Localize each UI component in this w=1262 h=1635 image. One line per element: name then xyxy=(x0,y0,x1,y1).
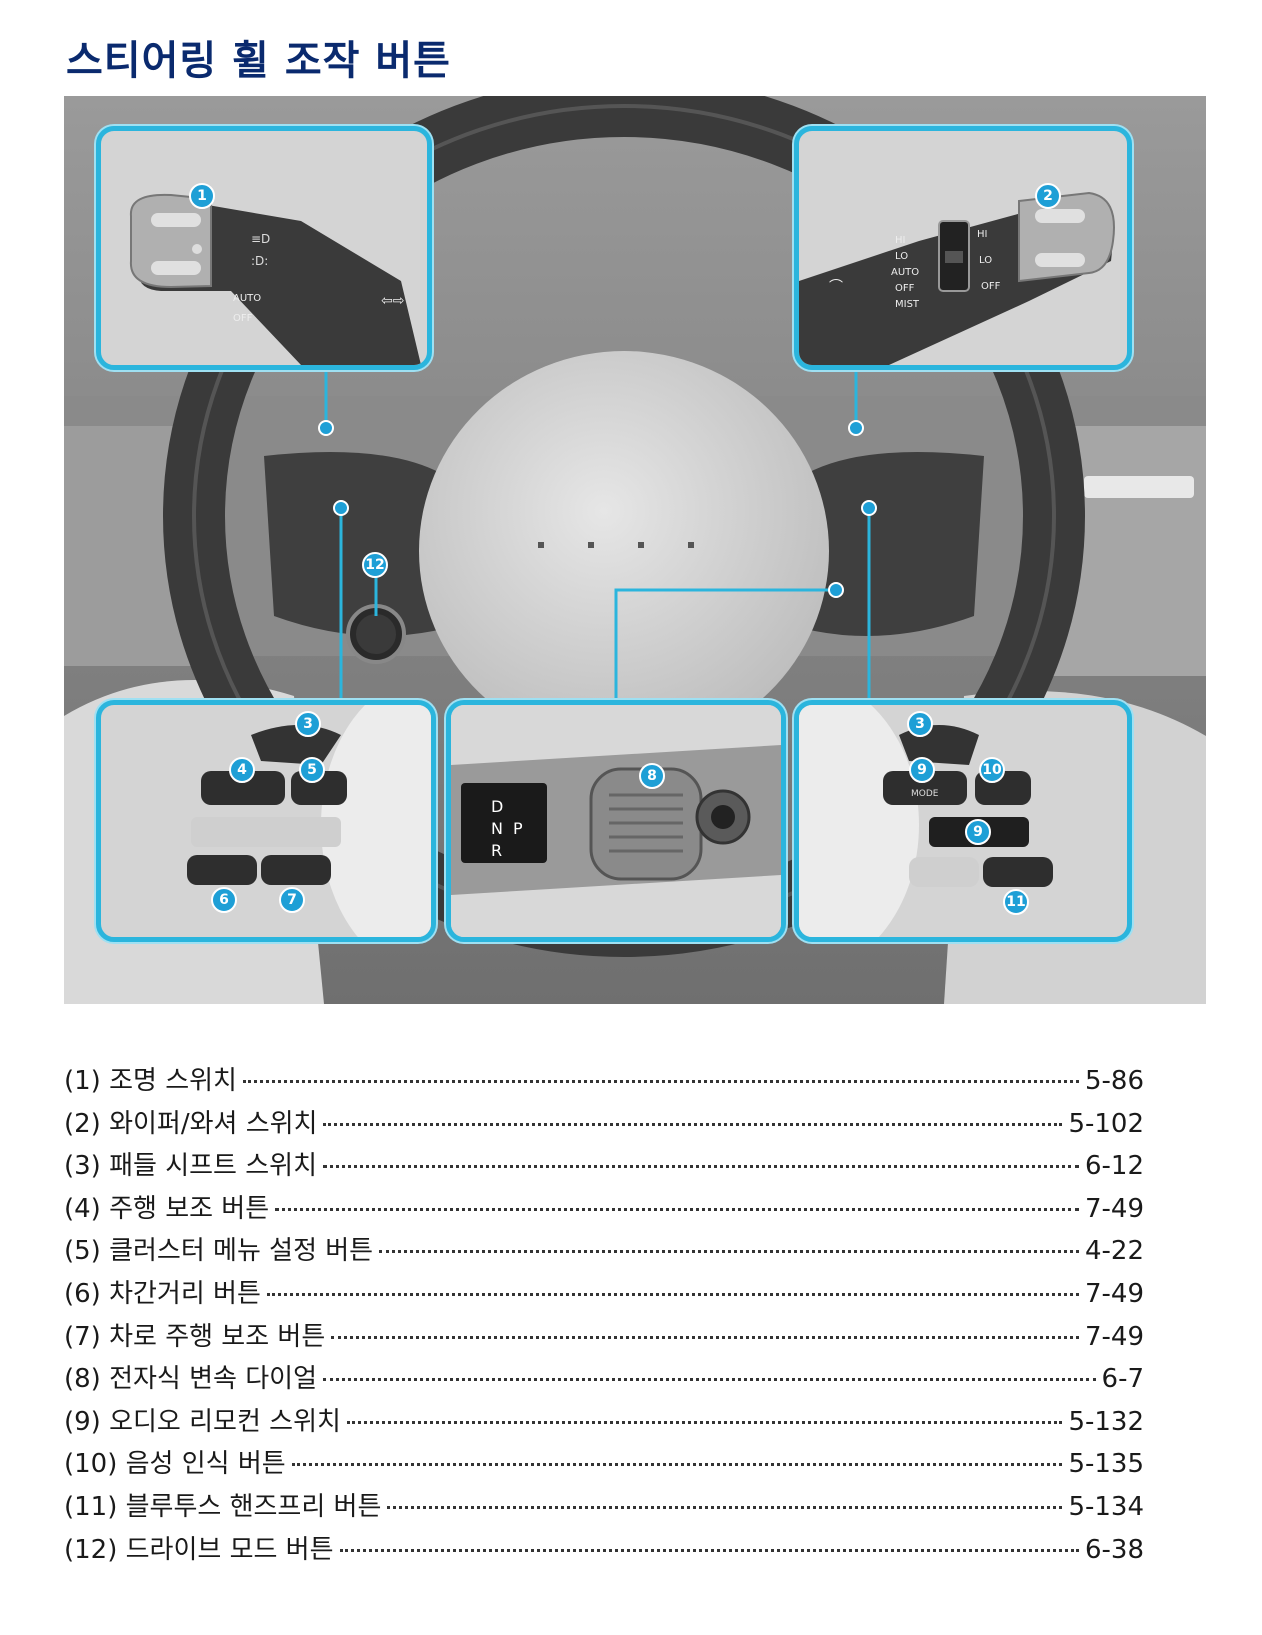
light-switch-stalk: ≡D :D: ⇦⇨ xyxy=(129,193,421,365)
right-buttons-inset: 3 9 10 9 11 MODE xyxy=(794,700,1132,942)
svg-text:⇦⇨: ⇦⇨ xyxy=(381,293,404,309)
callout-11: 11 xyxy=(1003,889,1029,915)
callout-9-bottom: 9 xyxy=(965,819,991,845)
callout-12: 12 xyxy=(362,552,388,578)
gear-r: R xyxy=(491,841,503,860)
right-spoke-buttons xyxy=(799,705,1053,937)
svg-text:≡D: ≡D xyxy=(251,232,270,246)
svg-text:⌒: ⌒ xyxy=(829,279,843,295)
callout-3-left: 3 xyxy=(295,711,321,737)
gear-n: N xyxy=(491,819,503,838)
light-switch-anchor xyxy=(318,420,334,436)
light-switch-inset: ≡D :D: ⇦⇨ 1 AUTO OFF xyxy=(96,126,432,370)
wiper-switch-stalk: ⌒ xyxy=(799,191,1115,365)
gear-p: P xyxy=(513,819,523,838)
wiper-switch-inset: ⌒ 2 HI LO AUTO OFF MIST HI LO OFF xyxy=(794,126,1132,370)
callout-7: 7 xyxy=(279,887,305,913)
mode-button-label: MODE xyxy=(911,789,939,799)
callout-9-top: 9 xyxy=(909,757,935,783)
callout-2: 2 xyxy=(1035,183,1061,209)
wiper-hi-label: HI xyxy=(895,235,906,246)
page-title: 스티어링 휠 조작 버튼 xyxy=(66,38,451,84)
callout-6: 6 xyxy=(211,887,237,913)
callout-1: 1 xyxy=(189,183,215,209)
left-buttons-anchor xyxy=(333,500,349,516)
washer-hi-label: HI xyxy=(977,229,988,240)
wiper-mist-label: MIST xyxy=(895,299,920,310)
shift-dial-anchor xyxy=(828,582,844,598)
steering-wheel-figure: 12 ≡D :D: ⇦⇨ 1 AUTO OFF ⌒ 2 HI LO xyxy=(64,96,1206,1004)
shift-dial-illustration xyxy=(451,705,781,937)
callout-3-right: 3 xyxy=(907,711,933,737)
light-off-label: OFF xyxy=(233,313,253,324)
wiper-auto-label: AUTO xyxy=(891,267,920,278)
shift-dial-inset: D N P R 8 xyxy=(446,700,786,942)
right-buttons-anchor xyxy=(861,500,877,516)
wiper-switch-anchor xyxy=(848,420,864,436)
left-buttons-inset: 3 4 5 6 7 xyxy=(96,700,436,942)
callout-5: 5 xyxy=(299,757,325,783)
callout-10: 10 xyxy=(979,757,1005,783)
callout-4: 4 xyxy=(229,757,255,783)
washer-off-label: OFF xyxy=(981,281,1001,292)
washer-lo-label: LO xyxy=(979,255,993,266)
callout-8: 8 xyxy=(639,763,665,789)
svg-text::D:: :D: xyxy=(251,254,268,268)
wiper-lo-label: LO xyxy=(895,251,909,262)
left-spoke-buttons xyxy=(187,705,431,937)
gear-d: D xyxy=(491,797,504,816)
wiper-off-label: OFF xyxy=(895,283,915,294)
light-auto-label: AUTO xyxy=(233,293,262,304)
